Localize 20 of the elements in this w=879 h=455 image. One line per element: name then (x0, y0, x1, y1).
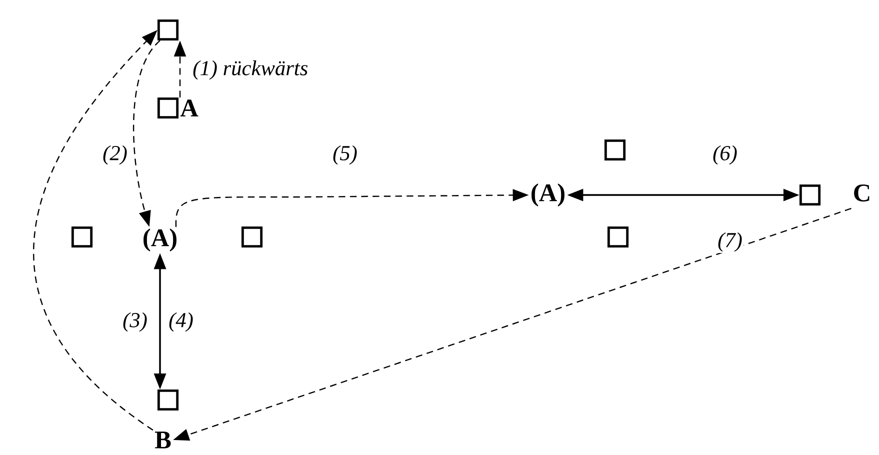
square-symbol (71, 226, 93, 248)
edge-label: (5) (331, 144, 359, 166)
square-symbol (157, 19, 179, 41)
letter-label: A (180, 100, 198, 116)
letter-label: (A) (144, 228, 176, 252)
edge-label: (6) (711, 144, 739, 166)
square-symbol (241, 226, 263, 248)
square-symbol (799, 184, 821, 206)
square-symbol (157, 97, 179, 119)
square-symbol (607, 226, 629, 248)
edge-label: (1) rückwärts (191, 59, 310, 81)
step-number: (4) (167, 311, 195, 333)
edge-label: (2) (101, 144, 129, 166)
letter-label: B (154, 432, 171, 448)
square-symbol (157, 389, 179, 411)
edge-label: (3) (121, 311, 149, 333)
edge-label: (7) (716, 231, 744, 253)
square-symbol (604, 139, 626, 161)
letter-label: (A) (532, 184, 564, 206)
letter-label: C (854, 184, 870, 202)
